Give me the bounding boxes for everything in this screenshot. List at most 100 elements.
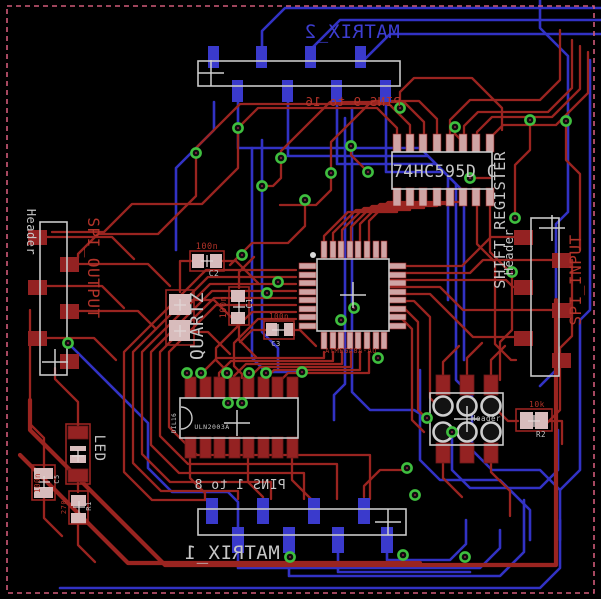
trace-top[interactable] [178, 259, 195, 294]
smd-pad-blue[interactable] [355, 46, 366, 68]
label-header-left[interactable]: Header [24, 209, 38, 255]
trace-top[interactable] [45, 235, 136, 261]
smd-pad-blue[interactable] [257, 498, 269, 524]
smd-pad-pink[interactable] [298, 288, 317, 296]
smd-pad-pink[interactable] [418, 133, 428, 153]
smd-pad-dark[interactable] [28, 280, 47, 295]
label-r2-designator[interactable]: R2 [536, 430, 546, 439]
smd-pad-tht[interactable] [286, 436, 299, 459]
trace-top[interactable] [441, 344, 461, 380]
label-c5-value[interactable]: 100n [33, 473, 42, 493]
trace-top[interactable] [53, 366, 80, 432]
label-pins-9-16[interactable]: PINS 9 to 16 [305, 94, 401, 109]
smd-pad-pink[interactable] [337, 240, 345, 259]
smd-pad-pink[interactable] [298, 296, 317, 304]
smd-pad-pink[interactable] [372, 331, 380, 350]
smd-pad-light[interactable] [231, 312, 245, 324]
smd-pad-pink[interactable] [363, 331, 371, 350]
smd-pad-light[interactable] [34, 487, 53, 498]
smd-pad-light[interactable] [70, 446, 86, 451]
smd-pad-pink[interactable] [320, 331, 328, 350]
footprint-outline[interactable] [391, 151, 493, 190]
label-quartz[interactable]: QUARTZ [187, 292, 208, 360]
smd-pad-light[interactable] [192, 254, 204, 268]
trace-top[interactable] [237, 322, 258, 359]
label-header-right[interactable]: Header [502, 229, 516, 275]
trace-top[interactable] [50, 126, 240, 234]
smd-pad-pink[interactable] [298, 271, 317, 279]
footprint-outline-copper[interactable] [31, 464, 56, 501]
trace-top[interactable] [388, 235, 518, 268]
smd-pad-pink[interactable] [354, 331, 362, 350]
trace-top[interactable] [219, 259, 260, 285]
trace-top[interactable] [122, 268, 298, 502]
trace-bottom[interactable] [58, 518, 562, 590]
label-pins-1-8[interactable]: PINS 1 to 8 [194, 478, 286, 493]
smd-pad-dark[interactable] [60, 354, 79, 369]
smd-pad-light[interactable] [284, 323, 295, 336]
smd-pad-blue[interactable] [358, 498, 370, 524]
trace-top[interactable] [190, 330, 232, 356]
smd-pad-pink[interactable] [363, 240, 371, 259]
smd-pad-blue[interactable] [206, 498, 218, 524]
trace-top[interactable] [513, 118, 532, 220]
trace-top[interactable] [564, 119, 582, 252]
trace-bottom[interactable] [336, 550, 472, 574]
trace-top[interactable] [76, 520, 97, 564]
smd-pad-pink[interactable] [388, 322, 407, 330]
smd-pad-tht[interactable] [242, 376, 255, 399]
label-c5-designator[interactable]: C5 [53, 474, 61, 483]
footprint-outline[interactable] [197, 60, 401, 87]
smd-pad-tht[interactable] [435, 442, 451, 464]
smd-pad-light[interactable] [520, 412, 533, 429]
trace-top[interactable] [76, 151, 198, 260]
smd-pad-pink[interactable] [471, 187, 481, 207]
footprint-outline-copper[interactable] [263, 320, 295, 340]
through-hole-pin[interactable] [480, 395, 502, 417]
smd-pad-light[interactable] [210, 254, 222, 268]
smd-pad-tht[interactable] [184, 376, 197, 399]
smd-pad-pink[interactable] [432, 187, 442, 207]
smd-pad-tht[interactable] [242, 436, 255, 459]
trace-bottom[interactable] [350, 106, 429, 420]
trace-bottom[interactable] [558, 58, 592, 492]
smd-pad-blue[interactable] [332, 527, 344, 553]
smd-pad-light[interactable] [231, 290, 245, 302]
footprint-outline[interactable] [316, 258, 390, 332]
trace-top[interactable] [237, 255, 256, 290]
smd-pad-tht[interactable] [213, 436, 226, 459]
label-shift-register[interactable]: SHIFT REGISTER [491, 151, 509, 289]
smd-pad-light[interactable] [34, 468, 53, 479]
smd-pad-blue[interactable] [308, 498, 320, 524]
smd-pad-tht[interactable] [271, 376, 284, 399]
trace-top[interactable] [167, 303, 372, 501]
board-outline-dimension[interactable] [6, 5, 595, 594]
smd-pad-dark[interactable] [60, 257, 79, 272]
trace-top[interactable] [462, 38, 574, 152]
trace-bottom[interactable] [286, 100, 562, 542]
smd-pad-tht[interactable] [257, 376, 270, 399]
label-matrix1[interactable]: MATRIX_1 [184, 542, 280, 564]
smd-pad-dark[interactable] [28, 230, 47, 245]
smd-pad-blue[interactable] [282, 80, 293, 102]
smd-pad-pink[interactable] [320, 240, 328, 259]
smd-pad-blue[interactable] [208, 46, 219, 68]
smd-pad-tht[interactable] [483, 374, 499, 396]
smd-pad-tht[interactable] [271, 436, 284, 459]
smd-pad-pink[interactable] [388, 279, 407, 287]
smd-pad-pink[interactable] [392, 133, 402, 153]
smd-pad-tht[interactable] [67, 425, 89, 440]
trace-top[interactable] [217, 350, 335, 380]
smd-pad-dark[interactable] [514, 280, 533, 295]
smd-pad-dark[interactable] [60, 304, 79, 319]
trace-top[interactable] [388, 258, 556, 275]
smd-pad-tht[interactable] [213, 376, 226, 399]
smd-pad-pink[interactable] [405, 133, 415, 153]
smd-pad-pink[interactable] [329, 331, 337, 350]
trace-top[interactable] [45, 336, 118, 362]
label-c1-designator[interactable]: C1 [245, 298, 254, 309]
smd-pad-blue[interactable] [305, 46, 316, 68]
smd-pad-pink[interactable] [329, 240, 337, 259]
smd-pad-blue[interactable] [232, 80, 243, 102]
